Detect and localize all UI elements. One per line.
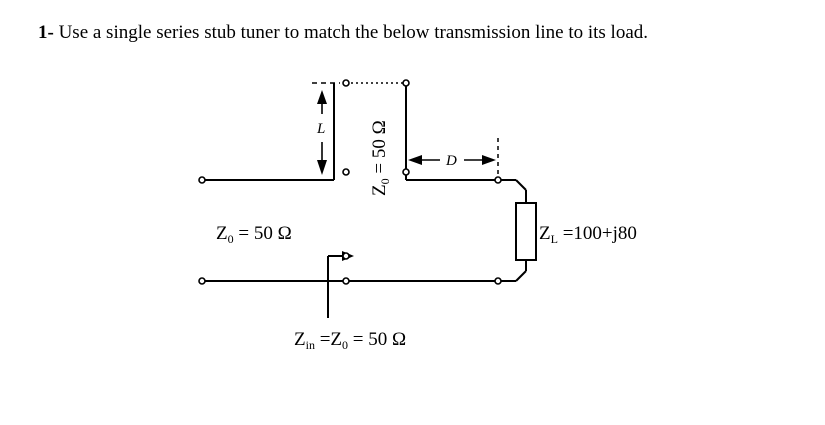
stub-top-left-node	[342, 79, 350, 87]
line-impedance-label: Z0 = 50 Ω	[216, 223, 292, 246]
load-node-bottom	[494, 277, 502, 285]
stub-bottom-right-node	[402, 168, 410, 176]
d-arrow-left-head	[408, 155, 422, 165]
distance-label: D	[445, 153, 457, 169]
load-impedance-label: ZL =100+j80	[539, 223, 637, 246]
question-body: Use a single series stub tuner to match …	[58, 22, 649, 43]
left-bottom-terminal	[198, 277, 206, 285]
question-text: 1- Use a single series stub tuner to mat…	[38, 22, 648, 44]
d-arrow-right-head	[482, 155, 496, 165]
stub-length-label: L	[316, 121, 325, 137]
input-impedance-label: Zin =Z0 = 50 Ω	[294, 329, 406, 352]
input-node-top	[342, 252, 350, 260]
stub-top-right-node	[402, 79, 410, 87]
load-top-wire	[515, 179, 527, 191]
load-node-top	[494, 176, 502, 184]
stub-impedance-label: Z0 = 50 Ω	[369, 120, 392, 196]
l-arrow-up-head	[317, 90, 327, 104]
load-bottom-wire	[515, 270, 527, 282]
question-number: 1-	[38, 22, 54, 43]
load-resistor	[515, 202, 537, 261]
l-arrow-down-head	[317, 160, 327, 175]
left-top-terminal	[198, 176, 206, 184]
stub-bottom-left-node	[342, 168, 350, 176]
input-node-bottom	[342, 277, 350, 285]
